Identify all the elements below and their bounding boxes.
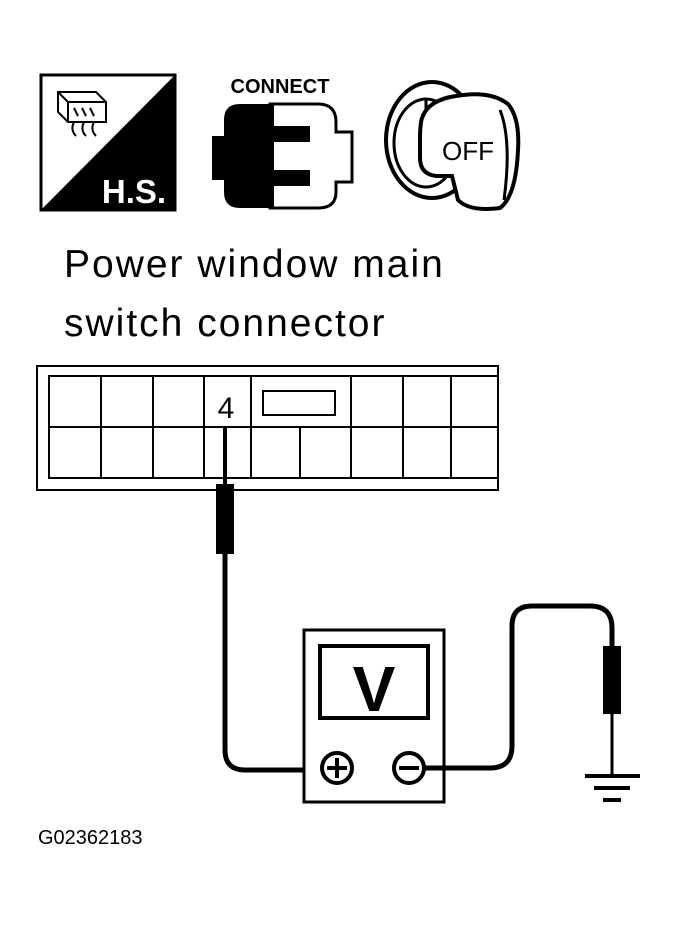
voltmeter-label: V (353, 653, 396, 725)
key-off-label: OFF (442, 136, 494, 166)
negative-lead (424, 603, 621, 776)
ignition-key-off-icon: OFF (384, 80, 521, 211)
connect-label: CONNECT (231, 76, 330, 98)
power-window-main-switch-connector: 4 (36, 365, 499, 491)
title-line-1: Power window main (64, 243, 445, 286)
hs-label: H.S. (102, 173, 166, 210)
ground-symbol (585, 774, 640, 802)
title-line-2: switch connector (64, 302, 387, 345)
connect-icon: CONNECT (212, 76, 354, 210)
terminal-4-label: 4 (218, 392, 235, 425)
voltmeter: V (302, 628, 446, 804)
negative-terminal (392, 751, 426, 785)
figure-id: G02362183 (38, 827, 143, 849)
positive-terminal (320, 751, 354, 785)
harness-side-icon: H.S. (39, 73, 177, 212)
positive-probe (216, 426, 322, 773)
